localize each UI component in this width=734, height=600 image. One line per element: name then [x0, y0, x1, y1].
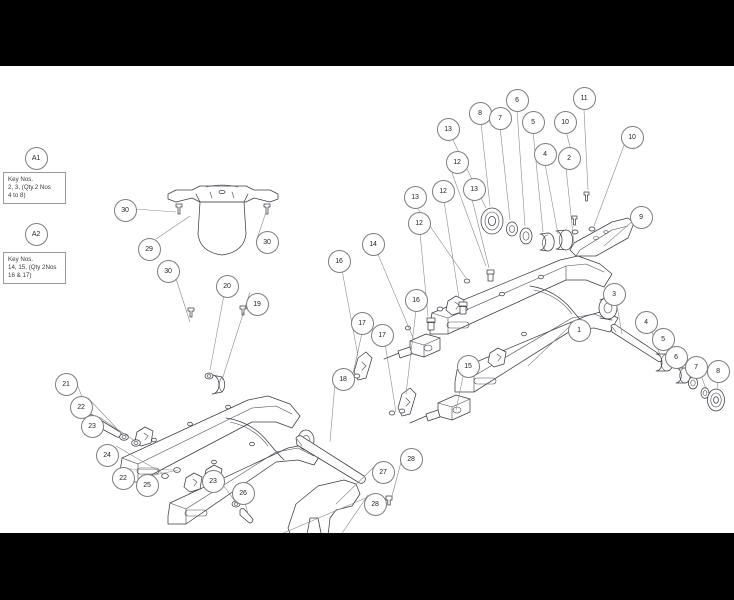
- letterbox-bottom: [0, 533, 734, 600]
- callout-bubble-20[interactable]: 20: [215, 274, 239, 298]
- callout-bubble-30[interactable]: 30: [156, 259, 180, 283]
- legend-text-a2: Key Nos. 14, 15, (Qty 2Nos 16 & 17): [3, 252, 66, 284]
- callout-bubble-11[interactable]: 11: [572, 86, 596, 110]
- callout-bubble-6[interactable]: 6: [664, 345, 688, 369]
- saddle-screws: [175, 203, 271, 318]
- callout-bubble-30[interactable]: 30: [255, 230, 279, 254]
- callout-bubble-17[interactable]: 17: [370, 323, 394, 347]
- legend-a2-line-1: Key Nos.: [8, 256, 34, 263]
- callout-bubble-1[interactable]: 1: [567, 318, 591, 342]
- legend-text-a1: Key Nos. 2, 3, (Qty.2 Nos 4 to 8): [3, 172, 66, 204]
- callout-bubble-7[interactable]: 7: [684, 355, 708, 379]
- hex-bolt-washer-sets: [405, 269, 495, 331]
- callout-bubble-25[interactable]: 25: [135, 473, 159, 497]
- callout-bubble-23[interactable]: 23: [201, 469, 225, 493]
- cover-plate-group: [569, 217, 635, 257]
- callout-bubble-27[interactable]: 27: [371, 460, 395, 484]
- legend-marker-a1: A1: [24, 146, 48, 170]
- callout-bubble-6[interactable]: 6: [505, 88, 529, 112]
- callout-bubble-28[interactable]: 28: [399, 447, 423, 471]
- callout-bubble-2[interactable]: 2: [557, 146, 581, 170]
- callout-bubble-9[interactable]: 9: [629, 205, 653, 229]
- callout-bubble-13[interactable]: 13: [462, 177, 486, 201]
- legend-a2-line-3: 16 & 17): [8, 272, 32, 280]
- callout-bubble-13[interactable]: 13: [436, 117, 460, 141]
- turnbuckle-upper: [383, 333, 441, 360]
- legend-a1-line-3: 4 to 8): [8, 192, 26, 200]
- legend-a1-line-1: Key Nos.: [8, 176, 34, 183]
- cross-tube: [295, 435, 366, 484]
- turnbuckle-lower: [409, 394, 471, 424]
- callout-bubble-17[interactable]: 17: [350, 311, 374, 335]
- callout-bubble-28[interactable]: 28: [363, 492, 387, 516]
- callout-bubble-13[interactable]: 13: [403, 185, 427, 209]
- callout-bubble-7[interactable]: 7: [488, 106, 512, 130]
- callout-bubble-30[interactable]: 30: [113, 198, 137, 222]
- upper-bush-stack: [480, 207, 574, 252]
- guard-bolts: [385, 495, 393, 506]
- cover-fasteners: [571, 191, 596, 235]
- callout-bubble-8[interactable]: 8: [706, 359, 730, 383]
- callout-bubble-4[interactable]: 4: [634, 310, 658, 334]
- callout-bubble-12[interactable]: 12: [431, 179, 455, 203]
- legend-marker-a2: A2: [24, 222, 48, 246]
- callout-bubble-21[interactable]: 21: [54, 372, 78, 396]
- legend-a2-line-2: 14, 15, (Qty 2Nos: [8, 264, 57, 272]
- callout-bubble-22[interactable]: 22: [69, 395, 93, 419]
- callout-bubble-18[interactable]: 18: [331, 367, 355, 391]
- callout-bubble-15[interactable]: 15: [456, 354, 480, 378]
- end-cap-group: [204, 372, 226, 395]
- callout-bubble-24[interactable]: 24: [95, 443, 119, 467]
- legend-a1-line-2: 2, 3, (Qty.2 Nos: [8, 184, 51, 192]
- letterbox-top: [0, 0, 734, 66]
- diagram-canvas: A1 Key Nos. 2, 3, (Qty.2 Nos 4 to 8) A2 …: [0, 66, 734, 533]
- callout-bubble-12[interactable]: 12: [445, 150, 469, 174]
- callout-bubble-23[interactable]: 23: [80, 414, 104, 438]
- callout-bubble-4[interactable]: 4: [533, 142, 557, 166]
- callout-bubble-8[interactable]: 8: [468, 101, 492, 125]
- callout-bubble-3[interactable]: 3: [602, 282, 626, 306]
- callout-bubble-5[interactable]: 5: [521, 110, 545, 134]
- callout-bubble-22[interactable]: 22: [111, 466, 135, 490]
- callout-bubble-19[interactable]: 19: [245, 292, 269, 316]
- callout-bubble-12[interactable]: 12: [407, 211, 431, 235]
- callout-bubble-5[interactable]: 5: [651, 327, 675, 351]
- saddle-bracket-group: [167, 184, 279, 256]
- callout-bubble-26[interactable]: 26: [231, 481, 255, 505]
- callout-bubble-14[interactable]: 14: [361, 232, 385, 256]
- callout-bubble-16[interactable]: 16: [404, 288, 428, 312]
- callout-bubble-16[interactable]: 16: [327, 249, 351, 273]
- callout-bubble-29[interactable]: 29: [137, 237, 161, 261]
- callout-bubble-10[interactable]: 10: [553, 110, 577, 134]
- callout-bubble-10[interactable]: 10: [620, 125, 644, 149]
